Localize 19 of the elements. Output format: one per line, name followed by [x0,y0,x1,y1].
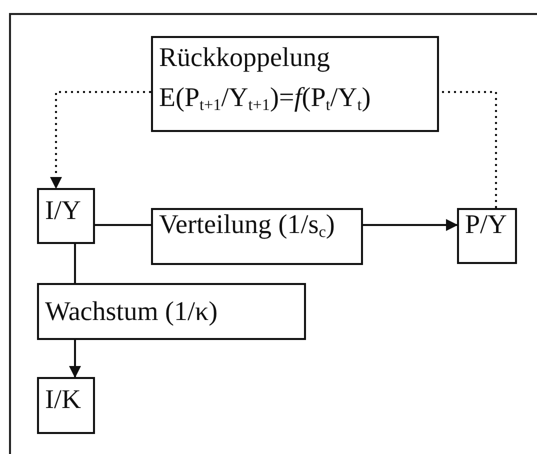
variable-box [37,377,95,434]
node-label: Verteilung (1/s$_{c}$) [159,208,335,241]
variable-box [457,208,517,264]
node-label: Rückkoppelung [159,41,330,74]
node-label: P/Y [465,208,508,241]
arrow [363,219,458,231]
feedback-box [151,36,439,132]
node-label: I/Y [45,194,81,227]
connector-line [439,91,497,208]
arrow [69,340,81,378]
connector-line [95,224,151,226]
node-label: I/K [45,383,81,416]
process-box [37,283,306,340]
process-box [151,208,363,265]
formula-text: E(P$_{t+1}$/Y$_{t+1}$)=f(P$_{t}$/Y$_{t}$) [159,81,371,114]
arrow [50,91,151,189]
variable-box [37,188,95,244]
connector-line [74,244,76,283]
node-label: Wachstum (1/κ) [45,295,218,328]
